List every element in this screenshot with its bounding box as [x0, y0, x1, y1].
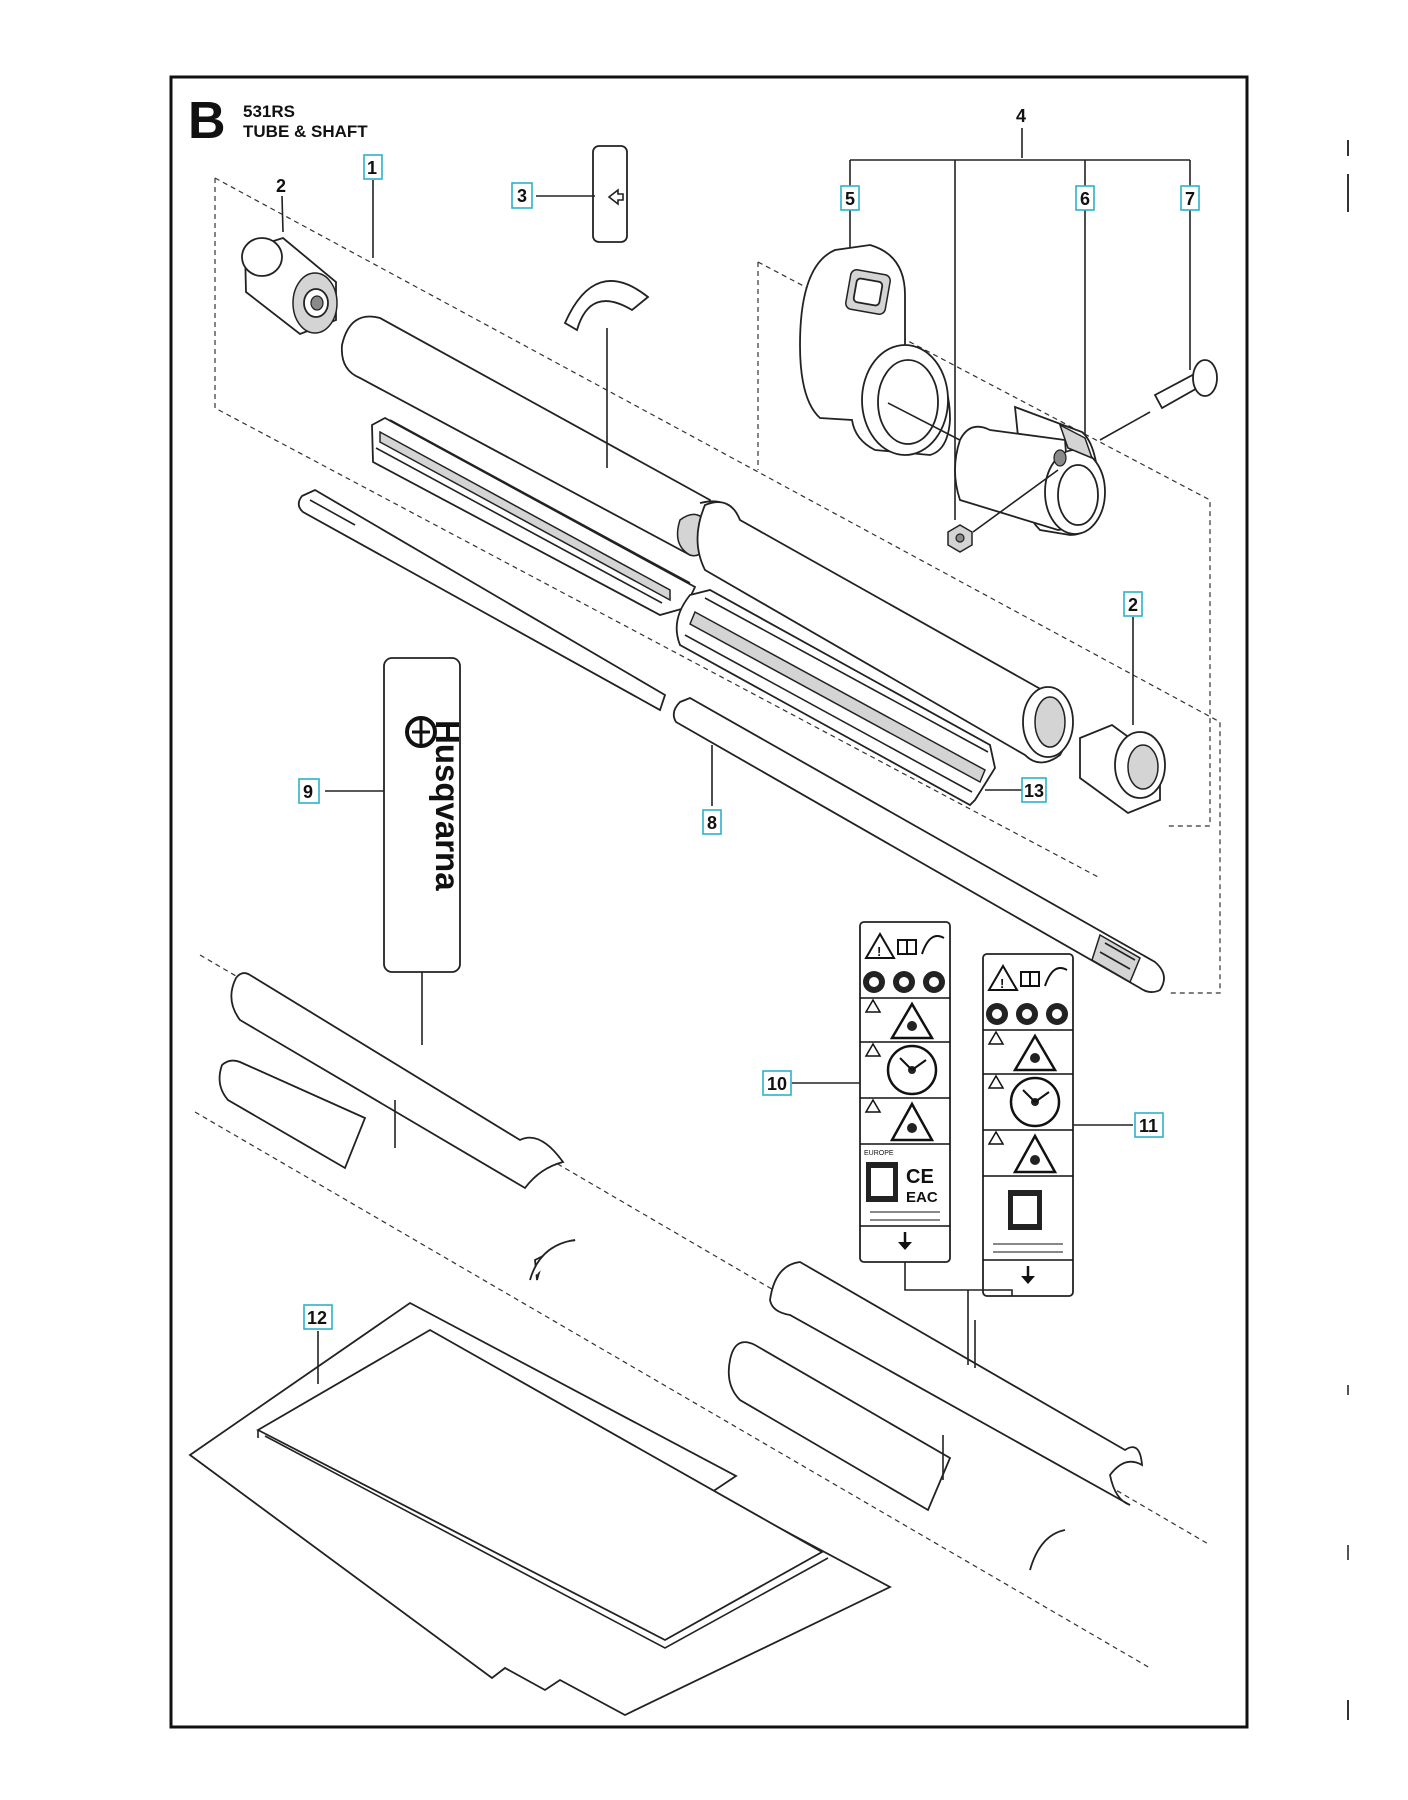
- safety-distance-icon: [864, 1042, 938, 1096]
- model-number: 531RS: [243, 102, 295, 121]
- svg-text:2: 2: [276, 176, 286, 196]
- tube-guard-arc: [563, 280, 650, 332]
- rpm-icon: [1044, 967, 1068, 987]
- husqvarna-logo-decal: Husqvarna: [383, 657, 466, 973]
- svg-text:9: 9: [303, 782, 313, 802]
- leader-lines: [281, 128, 1191, 1384]
- manual-book-icon: [897, 939, 917, 955]
- safety-decal-europe: !: [859, 921, 951, 1263]
- callout-2-right: 2: [1123, 591, 1143, 617]
- callout-1: 1: [363, 154, 383, 180]
- instruction-sheet: [188, 1301, 892, 1717]
- drive-shaft-lower: [672, 697, 1165, 993]
- svg-text:!: !: [877, 944, 881, 959]
- eac-mark: EAC: [906, 1189, 938, 1206]
- callout-2-left: 2: [276, 176, 286, 196]
- callout-4: 4: [1016, 106, 1026, 126]
- callout-5: 5: [840, 185, 860, 211]
- husqvarna-logo-text: Husqvarna: [429, 720, 466, 891]
- liner-lower: [675, 589, 996, 807]
- svg-text:6: 6: [1080, 189, 1090, 209]
- clamp: [954, 405, 1106, 536]
- svg-text:!: !: [1000, 976, 1004, 991]
- kickback-warning-icon: [987, 1130, 1058, 1174]
- noise-level-icon: [1008, 1190, 1042, 1230]
- svg-text:7: 7: [1185, 189, 1195, 209]
- warning-triangle-icon: !: [987, 964, 1019, 991]
- svg-text:10: 10: [767, 1074, 787, 1094]
- callout-7: 7: [1180, 185, 1200, 211]
- manual-book-icon: [1020, 971, 1040, 987]
- thrown-objects-warning-icon: [864, 998, 935, 1040]
- warning-triangle-icon: !: [864, 932, 896, 959]
- safety-distance-icon: [987, 1074, 1061, 1128]
- callout-12: 12: [303, 1304, 333, 1330]
- bushing-right: [1079, 723, 1166, 815]
- tube-assembly-outline: [214, 177, 1221, 994]
- drive-shaft-upper: [297, 488, 667, 712]
- kickback-warning-icon: [864, 1098, 935, 1142]
- svg-text:4: 4: [1016, 106, 1026, 126]
- svg-text:11: 11: [1139, 1116, 1158, 1136]
- liner-upper: [371, 416, 697, 616]
- protective-equipment-icons: [863, 971, 945, 993]
- arrow-down-icon: [1021, 1266, 1035, 1284]
- callout-3: 3: [511, 182, 533, 209]
- handle-loop: [799, 244, 951, 456]
- svg-text:12: 12: [307, 1308, 327, 1328]
- svg-text:13: 13: [1024, 781, 1044, 801]
- noise-level-icon: [866, 1162, 898, 1202]
- thrown-objects-warning-icon: [987, 1030, 1058, 1072]
- callout-8: 8: [702, 809, 722, 835]
- callout-6: 6: [1075, 185, 1095, 211]
- svg-text:1: 1: [367, 158, 377, 178]
- crown-logo-icon: [405, 716, 437, 748]
- svg-text:8: 8: [707, 813, 717, 833]
- ce-mark: CE: [906, 1166, 934, 1188]
- svg-text:2: 2: [1128, 595, 1138, 615]
- europe-label: EUROPE: [864, 1150, 894, 1157]
- callout-11: 11: [1134, 1112, 1164, 1138]
- svg-text:5: 5: [845, 189, 855, 209]
- callout-13: 13: [1021, 777, 1047, 803]
- svg-text:3: 3: [517, 186, 527, 206]
- callout-9: 9: [298, 778, 320, 804]
- arrow-decal: [592, 145, 628, 243]
- section-letter: B: [188, 92, 226, 150]
- callout-10: 10: [762, 1070, 792, 1096]
- protective-equipment-icons: [986, 1003, 1068, 1025]
- bolt: [1153, 359, 1218, 410]
- diagram-frame: [169, 75, 1249, 1729]
- safety-decal-standard: !: [982, 953, 1074, 1297]
- nut: [947, 524, 973, 553]
- decal-application-sketch-right: [727, 1261, 1144, 1571]
- arrow-down-icon: [898, 1232, 912, 1250]
- tube-lower: [696, 501, 1074, 764]
- section-title: TUBE & SHAFT: [243, 122, 368, 141]
- rpm-icon: [921, 935, 945, 955]
- bushing-left: [241, 236, 338, 336]
